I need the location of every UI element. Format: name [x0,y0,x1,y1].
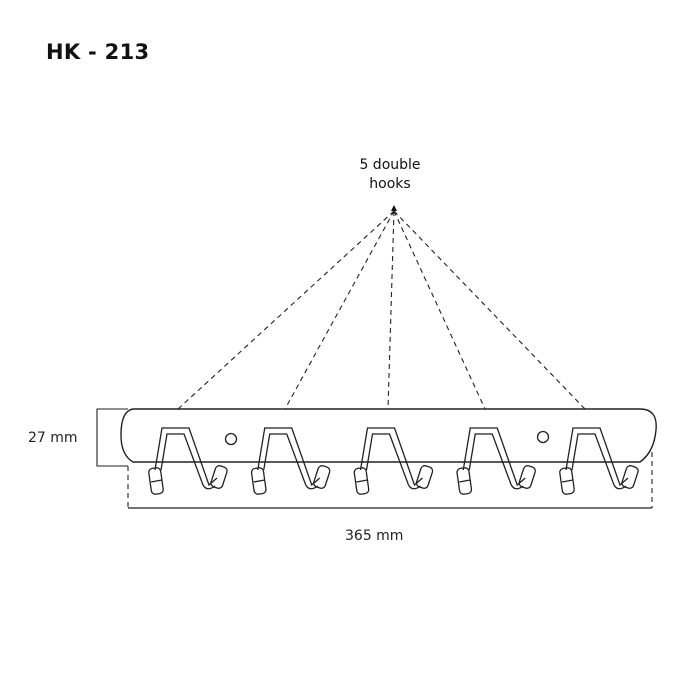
hooks-callout-line2: hooks [369,176,411,192]
leader-line-2 [284,210,395,410]
hooks-callout-line1: 5 double [359,157,421,173]
height-dimension [96,408,128,467]
width-dimension-label: 365 mm [345,528,404,544]
hooks-callout: 5 double hooks [330,156,450,194]
callout-apex-marker [391,205,397,211]
double-hook-3 [353,427,434,495]
double-hook-5 [559,427,639,495]
leader-line-3 [387,210,395,410]
screw-hole-left [224,432,238,446]
rail-back-plate [120,408,657,463]
height-dimension-label: 27 mm [28,430,78,446]
leader-line-1 [177,210,395,410]
hooks-group [148,427,639,495]
leader-line-5 [393,210,586,410]
double-hook-1 [148,427,228,495]
double-hook-4 [456,427,536,495]
screw-hole-right [536,430,550,444]
leader-line-4 [393,210,486,410]
product-code: HK - 213 [46,40,150,64]
double-hook-2 [250,427,331,495]
width-dimension [127,452,653,509]
leader-lines [177,210,586,410]
